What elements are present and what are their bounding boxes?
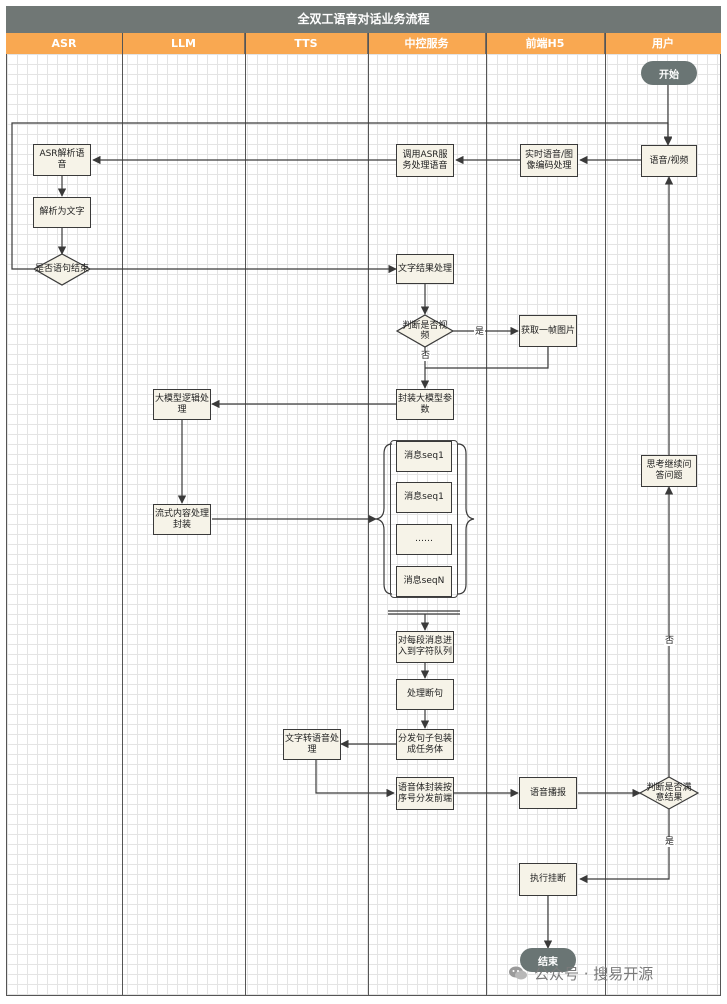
voice-play-node: 语音播报 bbox=[519, 777, 577, 809]
lane-divider bbox=[605, 33, 606, 996]
lane-divider bbox=[486, 33, 487, 996]
edge-judge-to-hangup bbox=[579, 809, 670, 884]
queue-node: 对每段消息进入到字符队列 bbox=[396, 631, 454, 663]
msg-group-left-brace bbox=[375, 443, 393, 595]
decision-label-judge-satisfied: 判断是否满意结果 bbox=[646, 783, 692, 803]
lane-header-user: 用户 bbox=[605, 33, 721, 54]
edge-isend-loop-to-user bbox=[11, 122, 673, 270]
decision-judge-satisfied bbox=[638, 776, 700, 810]
decision-is-sentence-end bbox=[32, 253, 92, 286]
edge-getframe-to-wrap bbox=[425, 347, 549, 369]
msg-seq-item: 消息seqN bbox=[396, 566, 452, 597]
lane-divider bbox=[245, 33, 246, 996]
wrap-llm-params-node: 封装大模型参数 bbox=[396, 389, 454, 420]
edge-label-yes-satisfied: 是 bbox=[664, 837, 676, 847]
lane-divider bbox=[368, 33, 369, 996]
swimlane-headers: ASR LLM TTS 中控服务 前端H5 用户 bbox=[6, 33, 721, 54]
sentence-break-node: 处理断句 bbox=[396, 679, 454, 710]
call-asr-node: 调用ASR服务处理语音 bbox=[396, 144, 454, 177]
edge-tts-to-voicedispatch bbox=[315, 760, 395, 798]
asr-parse-node: ASR解析语音 bbox=[33, 144, 91, 176]
watermark: 公众号 · 搜易开源 bbox=[508, 958, 653, 988]
watermark-text: 公众号 · 搜易开源 bbox=[534, 964, 654, 983]
msg-seq-item: 消息seq1 bbox=[396, 441, 452, 472]
dispatch-sentence-node: 分发句子包装成任务体 bbox=[396, 729, 454, 760]
user-voice-video-node: 语音/视频 bbox=[641, 145, 697, 177]
voice-dispatch-node: 语音体封装按序号分发前端 bbox=[396, 777, 454, 810]
get-frame-node: 获取一帧图片 bbox=[519, 315, 577, 347]
execute-hangup-node: 执行挂断 bbox=[519, 863, 577, 896]
grid-background bbox=[6, 54, 721, 996]
lane-header-llm: LLM bbox=[123, 33, 245, 54]
edge-label-no-frame: 否 bbox=[420, 351, 432, 361]
tts-convert-node: 文字转语音处理 bbox=[283, 729, 341, 760]
lane-header-tts: TTS bbox=[245, 33, 368, 54]
edge-label-no-satisfied: 否 bbox=[664, 636, 676, 646]
message-sequence-group bbox=[390, 440, 458, 598]
msg-group-right-brace bbox=[457, 443, 475, 595]
lane-header-control: 中控服务 bbox=[368, 33, 486, 54]
frontend-encode-node: 实时语音/图像编码处理 bbox=[520, 144, 578, 177]
diagram-title: 全双工语音对话业务流程 bbox=[6, 6, 721, 33]
start-node: 开始 bbox=[641, 61, 697, 85]
decision-label-is-sentence-end: 是否语句结束 bbox=[34, 264, 89, 274]
parse-text-node: 解析为文字 bbox=[33, 197, 91, 228]
edge-label-yes-frame: 是 bbox=[474, 327, 486, 337]
lane-header-frontend: 前端H5 bbox=[486, 33, 605, 54]
think-continue-node: 思考继续问答问题 bbox=[641, 455, 697, 487]
lane-divider bbox=[122, 33, 123, 996]
decision-is-video bbox=[395, 314, 455, 348]
msg-seq-item: …… bbox=[396, 524, 452, 555]
wechat-icon bbox=[508, 965, 528, 981]
llm-process-node: 大模型逻辑处理 bbox=[153, 389, 211, 420]
end-node: 结束 bbox=[520, 948, 576, 972]
stream-wrap-node: 流式内容处理封装 bbox=[153, 504, 211, 535]
decision-label-is-video: 判断是否视频 bbox=[402, 321, 448, 341]
msg-seq-item: 消息seq1 bbox=[396, 482, 452, 513]
text-result-node: 文字结果处理 bbox=[396, 254, 454, 284]
